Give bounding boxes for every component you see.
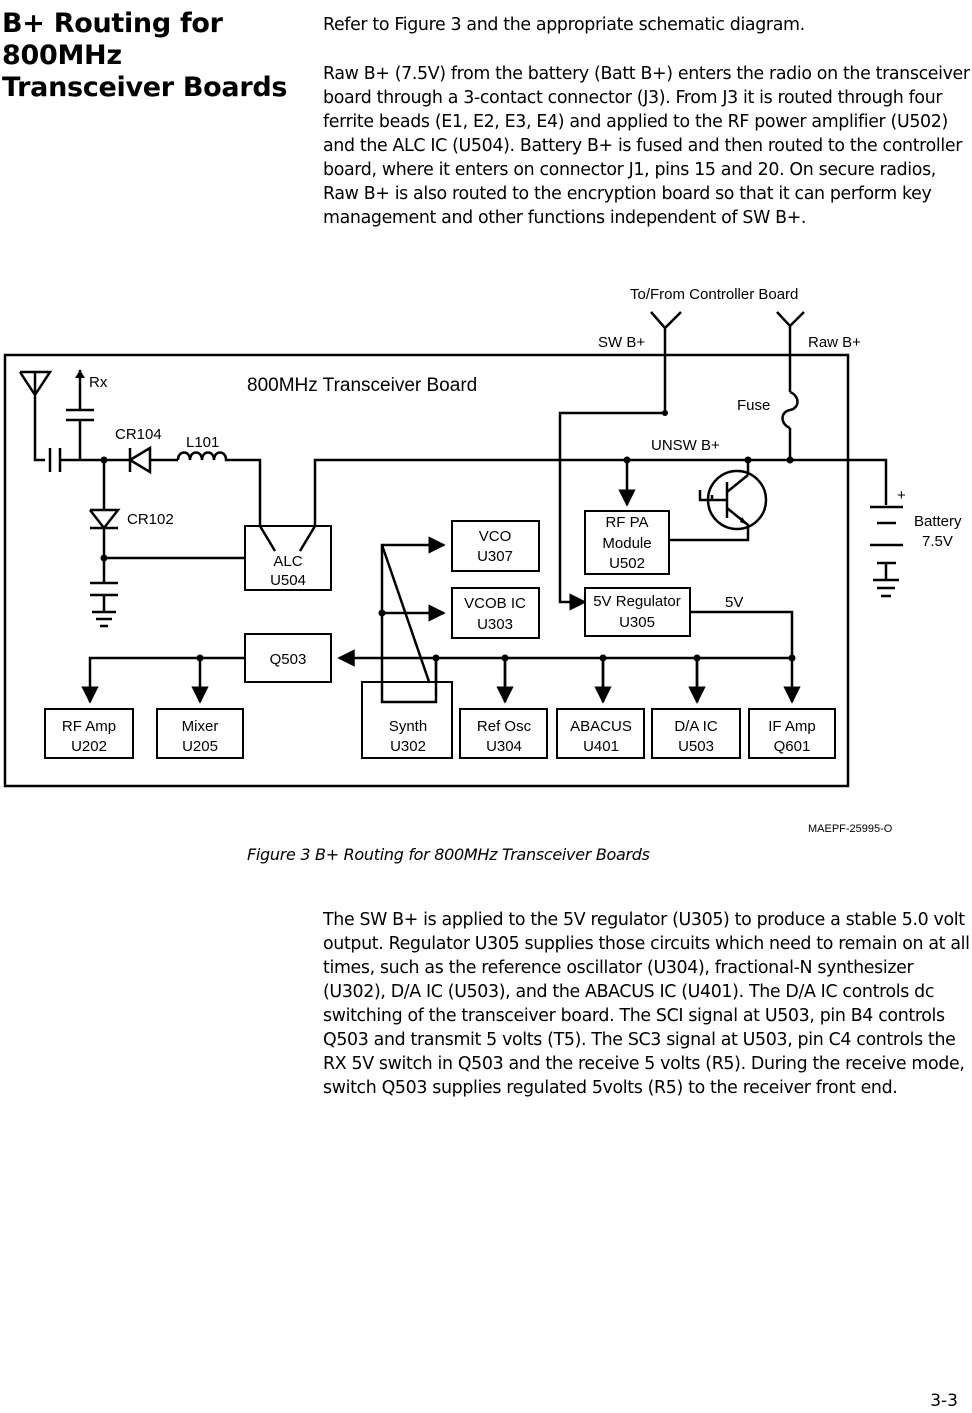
diagram-label: Ref Osc — [477, 718, 532, 735]
diagram-label: Q601 — [774, 738, 811, 755]
diagram-label: U307 — [477, 548, 513, 565]
diagram-label: ALC — [273, 553, 302, 570]
diagram-label: U305 — [619, 614, 655, 631]
battery-voltage: 7.5V — [922, 533, 953, 550]
diagram-label: U302 — [390, 738, 426, 755]
board-title: 800MHz Transceiver Board — [247, 375, 477, 396]
diagram-label: VCOB IC — [464, 595, 526, 612]
diagram-label: U504 — [270, 572, 306, 589]
l101-label: L101 — [186, 434, 219, 451]
diagram-label: RF Amp — [62, 718, 116, 735]
fuse-label: Fuse — [737, 397, 770, 414]
diagram-label: U503 — [678, 738, 714, 755]
sw-b-paragraph: The SW B+ is applied to the 5V regulator… — [323, 910, 970, 1098]
diagram-label: Mixer — [182, 718, 219, 735]
diagram-label: U205 — [182, 738, 218, 755]
diagram-label: ABACUS — [570, 718, 632, 735]
intro-paragraph: Refer to Figure 3 and the appropriate sc… — [323, 15, 805, 35]
block-if-amp: IF Amp Q601 — [748, 708, 836, 759]
raw-b-label: Raw B+ — [808, 334, 861, 351]
five-v-label: 5V — [725, 594, 743, 611]
block-ref-osc: Ref Osc U304 — [459, 708, 548, 759]
board-outline — [3, 353, 850, 788]
diagram-label: U401 — [583, 738, 619, 755]
block-vcob: VCOB IC U303 — [451, 587, 540, 639]
diagram-label: U202 — [71, 738, 107, 755]
block-rfpa: RF PA Module U502 — [584, 510, 670, 575]
block-regulator: 5V Regulator U305 — [584, 587, 691, 637]
controller-label: To/From Controller Board — [630, 286, 798, 303]
figure-code: MAEPF-25995-O — [808, 823, 893, 835]
diagram-label: RF PA — [605, 514, 648, 531]
block-rf-amp: RF Amp U202 — [44, 708, 134, 759]
diagram-label: Synth — [389, 718, 427, 735]
page-number: 3-3 — [930, 1391, 958, 1411]
unsw-label: UNSW B+ — [651, 437, 720, 454]
cr102-symbol — [89, 460, 121, 583]
section-heading: B+ Routing for 800MHz Transceiver Boards — [2, 8, 288, 103]
diagram-label: D/A IC — [674, 718, 718, 735]
diagram-label: U303 — [477, 616, 513, 633]
cr104-symbol — [127, 445, 178, 475]
block-synth: Synth U302 — [361, 681, 453, 759]
diagram-label: U304 — [486, 738, 522, 755]
block-da-ic: D/A IC U503 — [651, 708, 741, 759]
cr104-label: CR104 — [115, 426, 162, 443]
block-mixer: Mixer U205 — [156, 708, 244, 759]
diagram-label: U502 — [609, 555, 645, 572]
battery-label: Battery — [914, 513, 962, 530]
fuse-symbol — [781, 390, 799, 430]
figure-caption: Figure 3 B+ Routing for 800MHz Transceiv… — [247, 845, 650, 864]
block-q503: Q503 — [244, 633, 332, 683]
switch-transistor-symbol — [670, 460, 768, 542]
l101-symbol — [176, 451, 262, 526]
diagram-label: IF Amp — [768, 718, 816, 735]
diagram-label: Module — [602, 535, 651, 552]
battery-plus: + — [897, 487, 906, 504]
b-plus-routing-diagram: 800MHz Transceiver Board To/From Control… — [3, 286, 962, 835]
battery-symbol — [870, 505, 903, 598]
block-abacus: ABACUS U401 — [556, 708, 645, 759]
block-alc: ALC U504 — [244, 525, 332, 591]
diagram-label: Q503 — [270, 651, 307, 668]
rx-label: Rx — [89, 374, 108, 391]
raw-b-paragraph: Raw B+ (7.5V) from the battery (Batt B+)… — [323, 64, 970, 228]
cr102-label: CR102 — [127, 511, 174, 528]
diagram-label: VCO — [479, 528, 512, 545]
diagram-label: 5V Regulator — [593, 593, 681, 610]
junction-dots — [100, 410, 796, 662]
sw-b-label: SW B+ — [598, 334, 645, 351]
block-vco: VCO U307 — [451, 520, 540, 572]
